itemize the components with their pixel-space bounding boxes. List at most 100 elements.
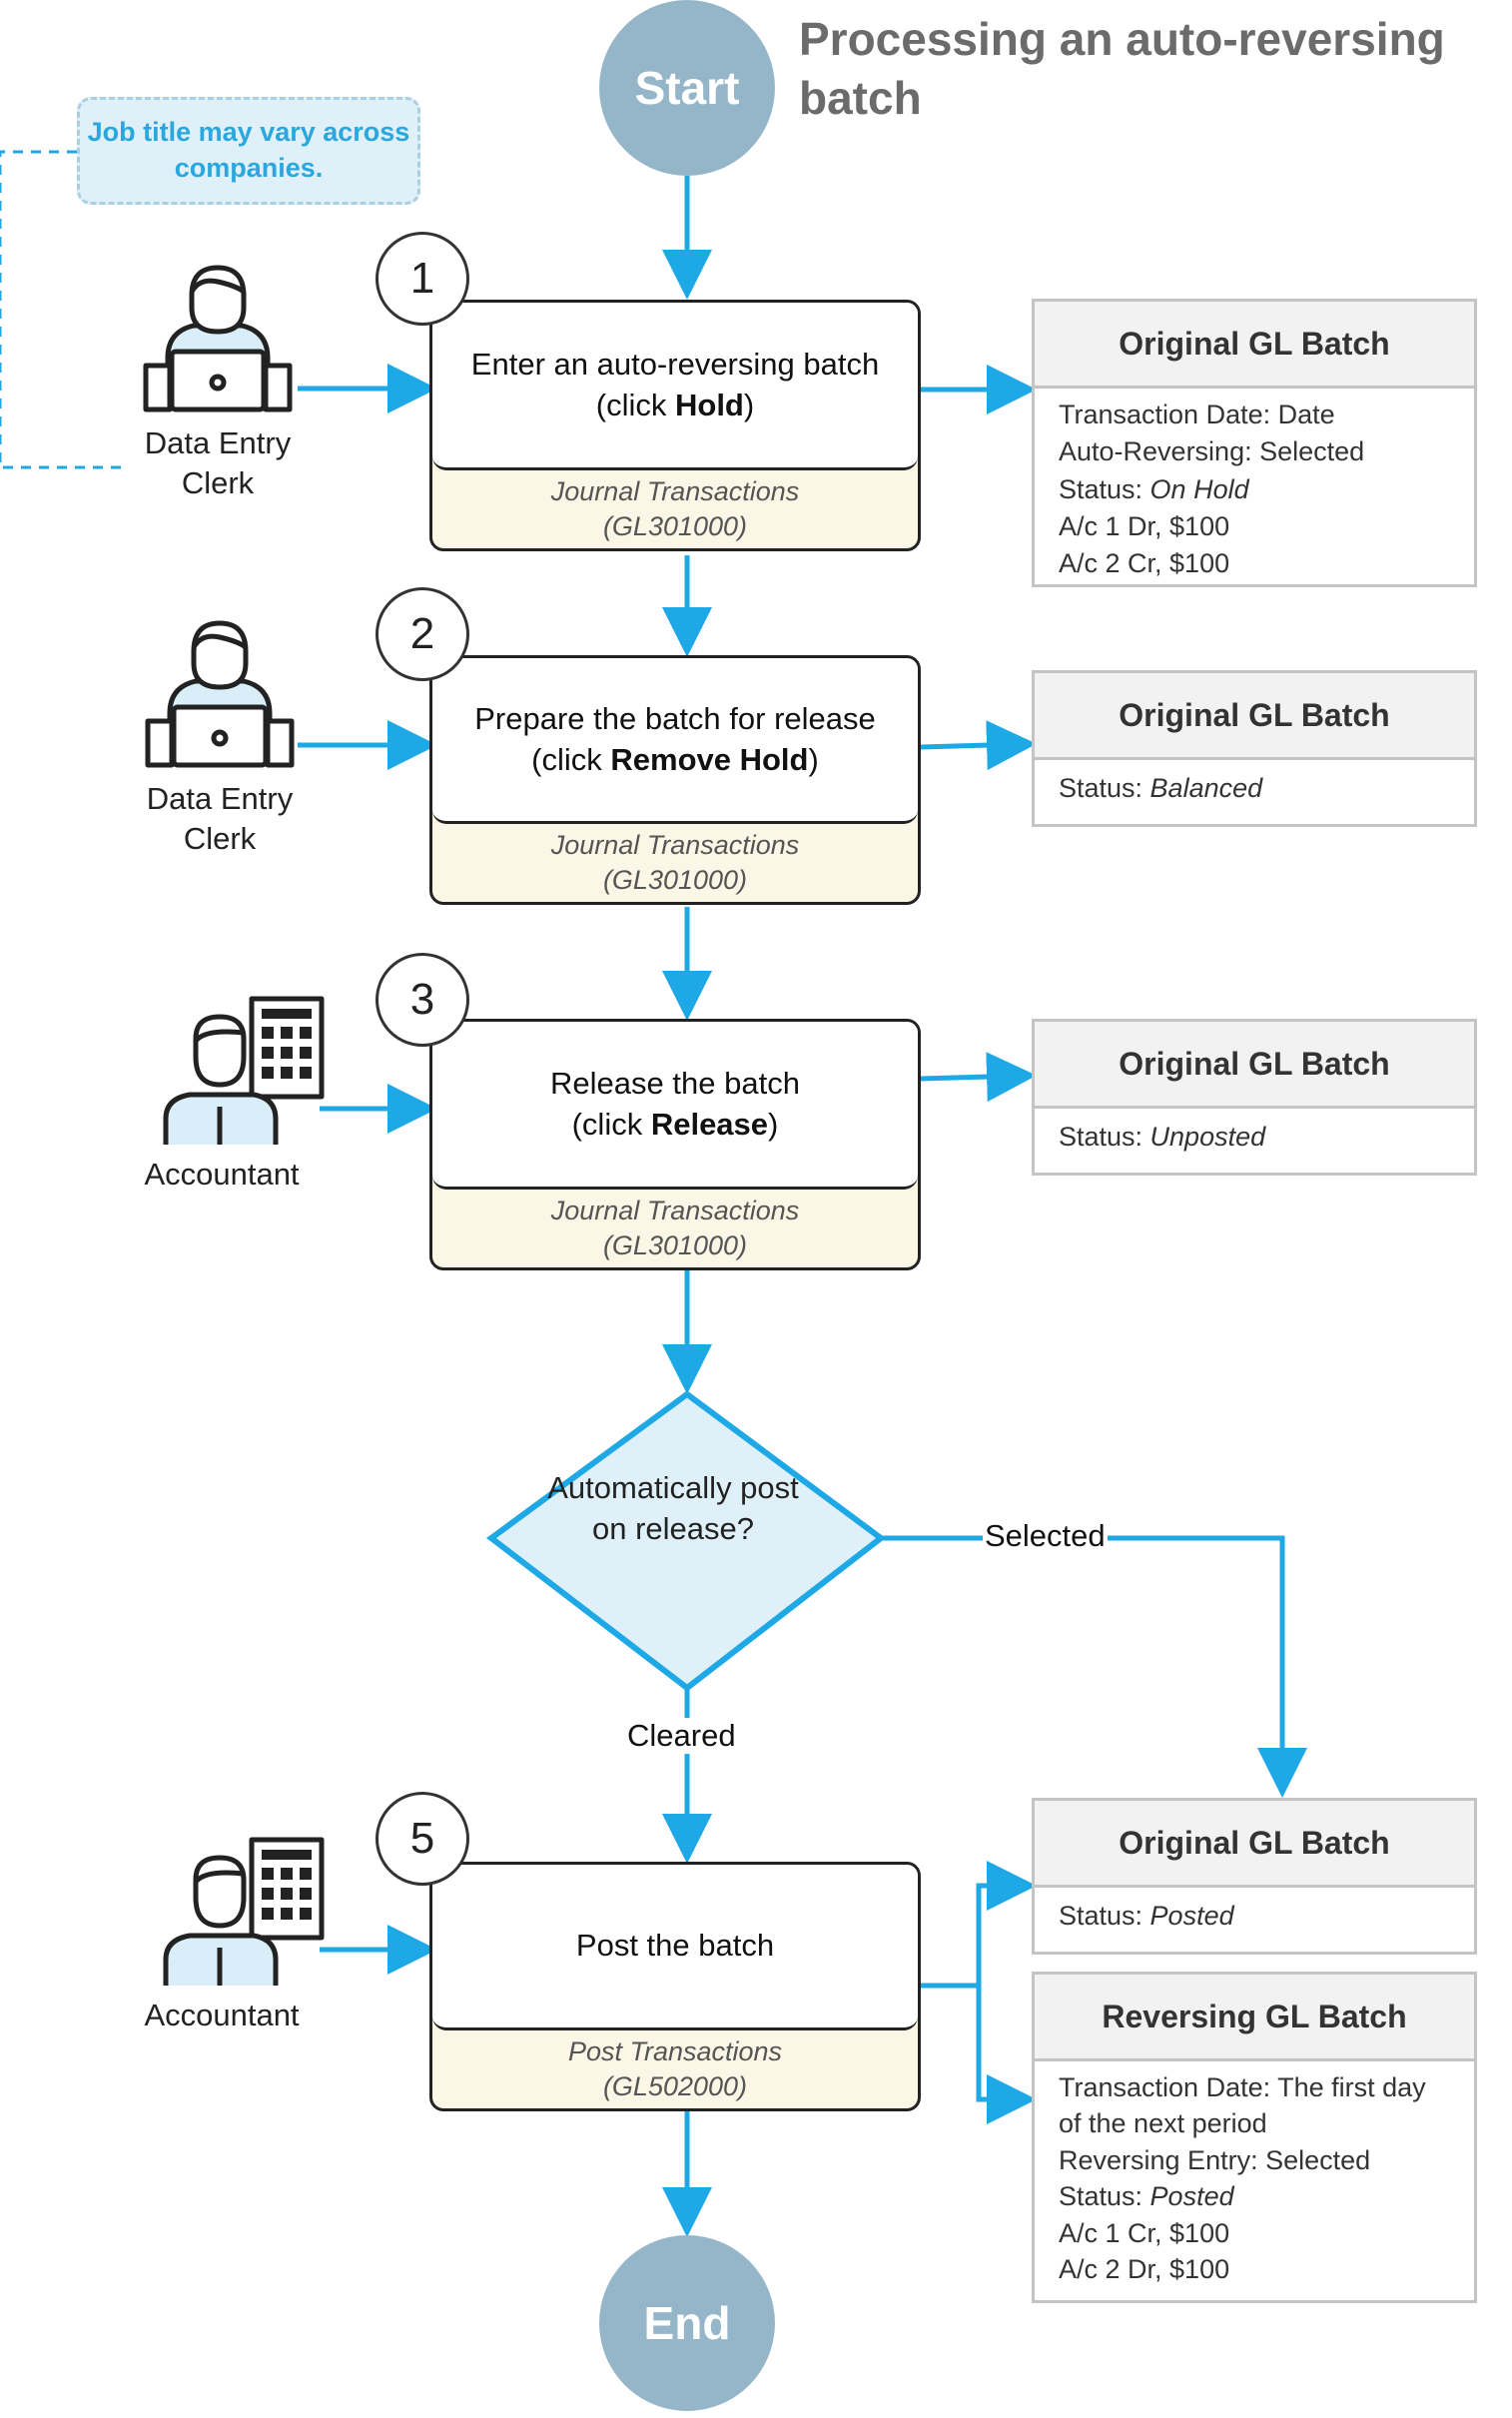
batch-4-header: Original GL Batch — [1035, 1801, 1474, 1888]
row-label: Transaction Date: — [1059, 400, 1278, 429]
actor-1-line-1: Data Entry — [144, 425, 292, 460]
batch-5-row: A/c 1 Cr, $100 — [1059, 2215, 1474, 2251]
step-5-form-id: (GL502000) — [602, 2071, 748, 2101]
step-5-form: Post Transactions (GL502000) — [432, 2030, 918, 2108]
step-3-number: 3 — [376, 953, 469, 1047]
batch-3-body: Status: Unposted — [1035, 1109, 1474, 1164]
step-3-action: Release the batch(click Release) — [432, 1022, 918, 1190]
row-label: Status: — [1059, 473, 1150, 504]
row-label: A/c 1 Dr, $100 — [1059, 510, 1230, 541]
accountant-icon — [163, 1837, 325, 1986]
row-label: Status: — [1059, 2181, 1150, 2212]
step-2-action: Prepare the batch for release(click Remo… — [432, 658, 918, 824]
step-5-number: 5 — [376, 1792, 469, 1886]
row-label: of the next period — [1059, 2108, 1267, 2139]
step-5-title: Post the batch — [575, 1928, 775, 1964]
job-title-note: Job title may vary across companies. — [77, 97, 420, 205]
arrow-step2-batch — [920, 720, 1037, 771]
step-1-click-suffix: ) — [743, 387, 755, 422]
row-value: Date — [1277, 400, 1335, 429]
row-value: Unposted — [1149, 1122, 1266, 1152]
cleared-label: Cleared — [625, 1718, 738, 1754]
step-2-button-name: Remove Hold — [610, 741, 809, 777]
batch-3-header: Original GL Batch — [1035, 1022, 1474, 1109]
batch-2-header: Original GL Batch — [1035, 673, 1474, 760]
step-2-click-suffix: ) — [808, 741, 819, 777]
step-1-form-name: Journal Transactions — [550, 475, 800, 506]
batch-2-body: Status: Balanced — [1035, 760, 1474, 815]
batch-1-row: Auto-Reversing: Selected — [1059, 433, 1474, 470]
row-label: Status: — [1059, 1122, 1150, 1152]
arrow-step3-batch — [920, 1052, 1037, 1103]
step-1-number: 1 — [376, 232, 469, 326]
actor-2-line-2: Clerk — [183, 821, 257, 857]
arrow-step5-branch — [921, 1861, 1037, 1989]
row-value: Posted — [1149, 1901, 1234, 1931]
diagram-title: Processing an auto-reversing batch — [799, 13, 1445, 124]
batch-1-body: Transaction Date: Date Auto-Reversing: S… — [1035, 389, 1474, 590]
decision-line-1: Automatically post — [547, 1470, 799, 1505]
step-3-click-suffix: ) — [768, 1106, 779, 1142]
batch-5-row: Status: Posted — [1059, 2178, 1474, 2214]
actor-2-line-1: Data Entry — [146, 781, 294, 816]
batch-1-header: Original GL Batch — [1035, 302, 1474, 389]
selected-label: Selected — [983, 1518, 1108, 1554]
step-2-form-id: (GL301000) — [602, 865, 748, 895]
step-3-click-prefix: (click — [571, 1106, 651, 1142]
batch-1-row: Transaction Date: Date — [1059, 397, 1474, 433]
step-2-number: 2 — [376, 587, 469, 681]
row-value: Selected — [1265, 2144, 1371, 2175]
row-value: On Hold — [1149, 473, 1249, 504]
row-label: A/c 2 Dr, $100 — [1059, 2254, 1230, 2285]
data-entry-clerk-icon — [145, 620, 295, 768]
reversing-gl-batch: Reversing GL Batch Transaction Date: The… — [1032, 1972, 1477, 2303]
step-1-form-id: (GL301000) — [602, 511, 748, 541]
row-label: Auto-Reversing: — [1059, 436, 1260, 467]
step-1-box: Enter an auto-reversing batch(click Hold… — [429, 300, 921, 551]
step-5-box: Post the batch Post Transactions (GL5020… — [429, 1862, 921, 2111]
step-1-action: Enter an auto-reversing batch(click Hold… — [432, 303, 918, 470]
batch-1-row: A/c 2 Cr, $100 — [1059, 545, 1474, 582]
original-gl-batch-2: Original GL Batch Status: Balanced — [1032, 670, 1477, 827]
batch-4-row: Status: Posted — [1059, 1898, 1474, 1935]
row-value: Posted — [1149, 2181, 1234, 2212]
row-label: Status: — [1059, 1901, 1150, 1931]
step-5-action: Post the batch — [432, 1865, 918, 2030]
row-value: Balanced — [1149, 773, 1263, 803]
accountant-icon — [163, 996, 325, 1145]
row-value: Selected — [1259, 436, 1365, 467]
batch-1-row: Status: On Hold — [1059, 471, 1474, 508]
note-connector — [0, 150, 124, 469]
batch-3-row: Status: Unposted — [1059, 1119, 1474, 1156]
batch-5-row: of the next period — [1059, 2105, 1474, 2141]
batch-5-body: Transaction Date: The first day of the n… — [1035, 2061, 1474, 2296]
arrow-decision-selected — [881, 1535, 1307, 1798]
step-5-form-name: Post Transactions — [567, 2035, 783, 2066]
row-label: A/c 1 Cr, $100 — [1059, 2217, 1230, 2248]
actor-3-label: Accountant — [144, 1157, 300, 1192]
step-1-button-name: Hold — [675, 387, 744, 422]
row-label: Transaction Date: The first day — [1059, 2072, 1426, 2102]
end-terminal: End — [599, 2235, 775, 2411]
step-3-form: Journal Transactions (GL301000) — [432, 1190, 918, 1267]
start-terminal: Start — [599, 0, 775, 176]
batch-5-row: Reversing Entry: Selected — [1059, 2142, 1474, 2178]
step-2-box: Prepare the batch for release(click Remo… — [429, 655, 921, 905]
batch-5-row: Transaction Date: The first day — [1059, 2069, 1474, 2105]
batch-5-header: Reversing GL Batch — [1035, 1975, 1474, 2061]
step-1-form: Journal Transactions (GL301000) — [432, 470, 918, 548]
actor-1-line-2: Clerk — [181, 465, 255, 501]
batch-2-row: Status: Balanced — [1059, 770, 1474, 807]
original-gl-batch-3: Original GL Batch Status: Unposted — [1032, 1019, 1477, 1176]
batch-1-row: A/c 1 Dr, $100 — [1059, 508, 1474, 545]
decision-diamond — [485, 1390, 886, 1692]
batch-4-body: Status: Posted — [1035, 1888, 1474, 1943]
decision-question: Automatically post on release? — [519, 1468, 827, 1550]
original-gl-batch-1: Original GL Batch Transaction Date: Date… — [1032, 299, 1477, 587]
row-label: Status: — [1059, 773, 1150, 803]
row-label: A/c 2 Cr, $100 — [1059, 548, 1230, 578]
